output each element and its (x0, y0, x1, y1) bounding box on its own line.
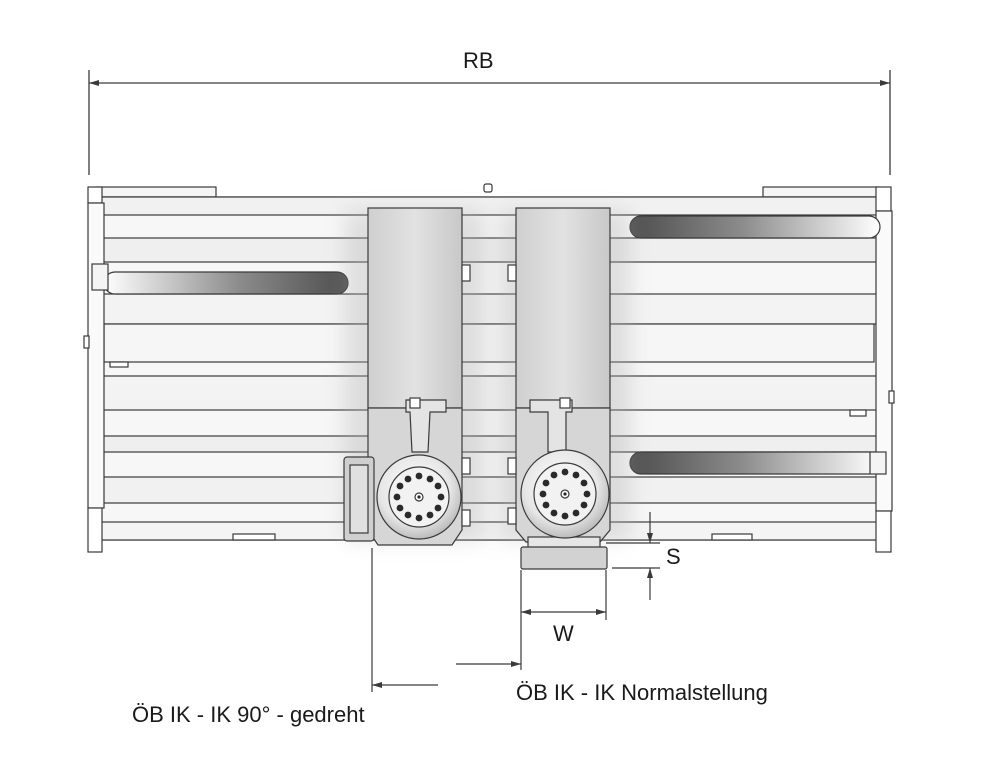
right-fork-carriage (507, 207, 611, 570)
w-label: W (553, 621, 574, 646)
rb-label: RB (463, 48, 494, 73)
bolt-ring-left (393, 472, 445, 522)
s-label: S (666, 544, 681, 569)
bolt-ring-right (539, 468, 591, 520)
normal-position-label: ÖB IK - IK Normalstellung (516, 680, 768, 705)
frame (83, 183, 895, 553)
left-fork-carriage (343, 207, 471, 546)
w-dimension (520, 570, 607, 670)
s-dimension (606, 512, 660, 600)
offset-dimension (371, 548, 521, 692)
rotated-position-label: ÖB IK - IK 90° - gedreht (132, 702, 365, 727)
rb-dimension (88, 70, 891, 175)
